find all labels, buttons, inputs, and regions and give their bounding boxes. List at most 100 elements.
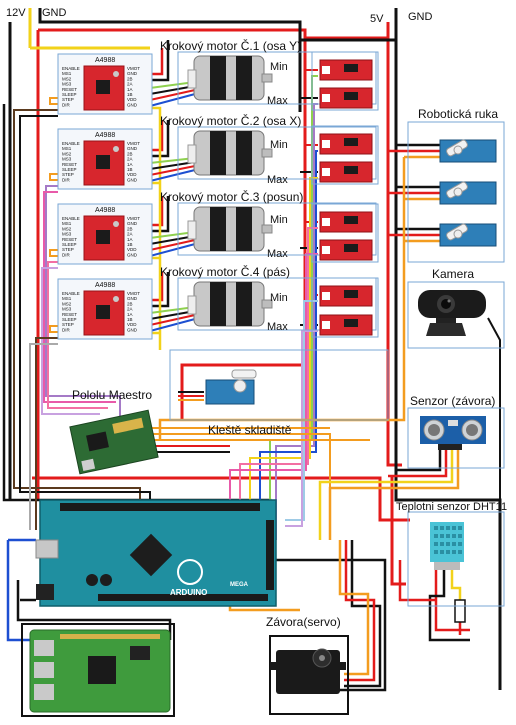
label-sensor: Senzor (závora) — [410, 394, 496, 408]
stepper-motor-1 — [177, 51, 377, 105]
label-gripper: Kleště skladiště — [208, 423, 292, 437]
driver-pin-label: 1A — [127, 237, 133, 242]
limit-switch-pair-3 — [311, 203, 379, 263]
motor-2-max: Max — [267, 174, 288, 186]
arduino-model-text: MEGA — [230, 582, 249, 588]
stepper-motor-2 — [177, 126, 377, 180]
driver-pin-label: 2A — [127, 307, 133, 312]
driver-pin-label: MS3 — [62, 307, 72, 312]
label-12v: 12V — [6, 7, 26, 19]
driver-pin-label: GND — [127, 177, 138, 182]
driver-a4988-2: A4988ENABLEMS1MS2MS3RESETSLEEPSTEPDIRVMO… — [57, 128, 153, 190]
limit-switch-pair-1 — [311, 51, 379, 111]
limit-switch — [319, 239, 373, 261]
driver-group: A4988ENABLEMS1MS2MS3RESETSLEEPSTEPDIRVMO… — [57, 53, 153, 340]
label-gnd-right: GND — [408, 11, 433, 23]
rpi-frame — [21, 623, 175, 717]
driver-pin-label: 2B — [127, 76, 133, 81]
driver-pin-label: STEP — [62, 172, 74, 177]
driver-pin-label: RESET — [62, 312, 77, 317]
driver-pin-label: 1A — [127, 312, 133, 317]
driver-pin-label: RESET — [62, 162, 77, 167]
driver-pin-label: DIR — [62, 102, 71, 107]
driver-pin-label: MS1 — [62, 146, 72, 151]
driver-a4988-1: A4988ENABLEMS1MS2MS3RESETSLEEPSTEPDIRVMO… — [57, 53, 153, 115]
driver-pin-label: SLEEP — [62, 167, 77, 172]
driver-pin-label: GND — [127, 146, 138, 151]
driver-pin-label: 1A — [127, 87, 133, 92]
barrier-servo-frame — [269, 635, 349, 715]
label-5v: 5V — [370, 13, 384, 25]
arm-servo-2 — [439, 181, 497, 205]
driver-pin-label: GND — [127, 296, 138, 301]
driver-pin-label: VMOT — [127, 141, 140, 146]
wire-gnd-rail-right — [394, 8, 502, 690]
limit-switch — [319, 285, 373, 307]
driver-pin-label: MS3 — [62, 82, 72, 87]
motor-2-title: Krokový motor Č.2 (osa X) — [160, 114, 302, 128]
camera — [418, 290, 486, 336]
driver-pin-label: GND — [127, 71, 138, 76]
stepper-motor-3 — [177, 202, 377, 256]
motor-group — [177, 51, 377, 331]
driver-pin-label: RESET — [62, 237, 77, 242]
driver-pin-label: 1B — [127, 167, 133, 172]
driver-pin-label: ENABLE — [62, 291, 80, 296]
limit-switch — [319, 314, 373, 336]
label-temp-sensor: Teplotni senzor DHT11 — [396, 501, 508, 513]
motor-4-max: Max — [267, 321, 288, 333]
driver-pin-label: MS1 — [62, 221, 72, 226]
driver-pin-label: ENABLE — [62, 141, 80, 146]
raspberry-pi — [29, 629, 171, 713]
driver-pin-label: VMOT — [127, 216, 140, 221]
driver-pin-label: MS3 — [62, 157, 72, 162]
label-robotic-arm: Robotická ruka — [418, 107, 499, 121]
arm-servo-1 — [439, 139, 497, 163]
driver-pin-label: ENABLE — [62, 216, 80, 221]
driver-pin-label: SLEEP — [62, 242, 77, 247]
driver-pin-label: VDD — [127, 97, 137, 102]
gripper-servo — [205, 369, 257, 405]
driver-pin-label: STEP — [62, 322, 74, 327]
limit-switch-pair-2 — [311, 125, 379, 185]
rpi-cables — [6, 538, 172, 642]
driver-pin-label: 1B — [127, 317, 133, 322]
motor-3-title: Krokový motor Č.3 (posun) — [160, 190, 304, 204]
driver-pin-label: VMOT — [127, 291, 140, 296]
driver-pin-label: 2A — [127, 232, 133, 237]
robotic-arm-frame — [407, 121, 505, 263]
dht-frame — [407, 511, 505, 607]
motor-2-min: Min — [270, 139, 288, 151]
driver-pin-label: VDD — [127, 247, 137, 252]
driver-pin-label: STEP — [62, 97, 74, 102]
motor-4-min: Min — [270, 292, 288, 304]
driver-pin-label: GND — [127, 327, 138, 332]
driver-pin-label: VMOT — [127, 66, 140, 71]
driver-a4988-3: A4988ENABLEMS1MS2MS3RESETSLEEPSTEPDIRVMO… — [57, 203, 153, 265]
driver-pin-label: GND — [127, 221, 138, 226]
driver-pin-label: DIR — [62, 177, 71, 182]
dht11-sensor — [430, 522, 464, 570]
wire-gnd-rail-left — [8, 8, 302, 500]
camera-cable — [487, 317, 501, 500]
motor-3-max: Max — [267, 248, 288, 260]
driver-pin-label: MS1 — [62, 296, 72, 301]
driver-pin-label: 1A — [127, 162, 133, 167]
driver-a4988-4: A4988ENABLEMS1MS2MS3RESETSLEEPSTEPDIRVMO… — [57, 278, 153, 340]
arduino-logo-text: ARDUINO — [170, 588, 207, 597]
driver-pin-label: ENABLE — [62, 66, 80, 71]
driver-pin-label: 2A — [127, 157, 133, 162]
resistor — [454, 599, 466, 623]
limit-switch — [319, 211, 373, 233]
driver-pin-label: 1B — [127, 92, 133, 97]
driver-pin-label: MS2 — [62, 76, 72, 81]
driver-power-wires — [150, 40, 170, 350]
limit-switch — [319, 133, 373, 155]
label-camera: Kamera — [432, 267, 475, 281]
driver-chip-label: A4988 — [95, 57, 115, 64]
driver-pin-label: MS3 — [62, 232, 72, 237]
driver-pin-label: MS2 — [62, 151, 72, 156]
motor-4-title: Krokový motor Č.4 (pás) — [160, 265, 291, 279]
